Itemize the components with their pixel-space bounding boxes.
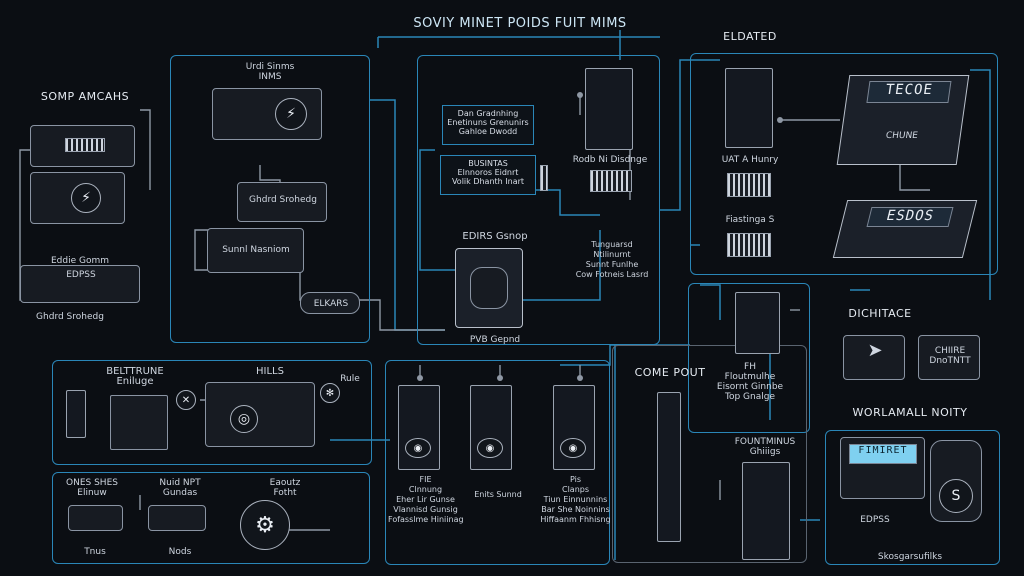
power-unit: ⚡ xyxy=(212,88,322,140)
appliance-top-label: CHUNE xyxy=(885,131,919,141)
rack-unit-1-icon: ◉ xyxy=(405,438,431,458)
heading-top-left-box: Urdi Sinms INMS xyxy=(245,62,295,82)
direction-tile[interactable]: ➤ xyxy=(843,335,905,380)
compute-strip xyxy=(657,392,681,542)
rack-server-label: UAT A Hunry xyxy=(721,155,779,165)
cpu-core xyxy=(470,267,508,309)
controller-tile-label: CHIIRE DnoTNTT xyxy=(929,346,971,366)
ram-module-center xyxy=(590,170,632,192)
device-stack-caption: Eddie Gomm xyxy=(50,256,110,266)
info-tag-1: Dan Gradnhing Enetinuns Grenunirs Gahloe… xyxy=(442,105,534,145)
panel-compute xyxy=(612,345,807,563)
panel-mid-right xyxy=(688,283,810,433)
ssd-drive-2 xyxy=(148,505,206,531)
diagram-title: SOVIY MINET POIDS FUIT MIMS xyxy=(413,16,627,31)
usb-stick xyxy=(66,390,86,438)
heading-bottom-left: BELTTRUNE Eniluge xyxy=(106,366,164,387)
rack-unit-2: ◉ xyxy=(470,385,512,470)
ssd-drive-1 xyxy=(68,505,123,531)
panel-top-left xyxy=(170,55,370,343)
workbench-shield[interactable]: S xyxy=(930,440,982,522)
center-chip-sub: PVB Gepnd xyxy=(469,335,521,345)
switch-unit: Ghdrd Srohedg xyxy=(237,182,327,222)
rack-unit-3-icon: ◉ xyxy=(560,438,586,458)
fan-icon-small: ✕ xyxy=(176,390,196,410)
rack-server xyxy=(725,68,773,148)
router-unit: Sunnl Nasniom xyxy=(207,228,304,273)
heading-top-left: SOMP AMCAHS xyxy=(40,90,130,103)
compute-tower xyxy=(735,292,780,354)
label-bl-b: Nuid NPT Gundas xyxy=(159,478,201,498)
heading-compute: COME POUT xyxy=(634,366,706,379)
heading-workbench: WORLAMALL NOITY xyxy=(852,406,968,419)
ram-module-small xyxy=(540,165,548,191)
server-box-1 xyxy=(30,125,135,167)
bottom-right-caption: Skosgarsufilks xyxy=(877,552,943,562)
heading-bottom-mid: HILLS xyxy=(256,366,284,377)
tower-server xyxy=(585,68,633,150)
label-bl-a: ONES SHES Elinuw xyxy=(66,478,118,498)
cpu-chip[interactable] xyxy=(455,248,523,328)
heatsink xyxy=(110,395,168,450)
ram-module-label: Fiastinga S xyxy=(725,215,775,225)
fan-icon: ✻ xyxy=(320,383,340,403)
label-bl-b-sub: Nods xyxy=(168,547,192,557)
panel-bottom-left xyxy=(52,360,372,465)
controller-tile[interactable]: CHIIRE DnoTNTT xyxy=(918,335,980,380)
device-stack-label: EDPSS xyxy=(66,270,96,280)
usb-adapter[interactable]: ELKARS xyxy=(300,292,360,314)
heading-funct: FOUNTMINUS Ghiiigs xyxy=(734,437,796,457)
workbench-panel-label: EDPSS xyxy=(860,515,890,525)
panel-center xyxy=(417,55,660,345)
rack-unit-1: ◉ xyxy=(398,385,440,470)
appliance-top: TECOE CHUNE xyxy=(836,75,970,165)
psu-fan-icon: ◎ xyxy=(230,405,258,433)
appliance-top-display: TECOE xyxy=(866,81,952,103)
gear-icon: ⚙ xyxy=(240,500,290,550)
panel-bottom-center xyxy=(385,360,610,565)
bolt-icon: ⚡ xyxy=(71,183,101,213)
heading-related: ELDATED xyxy=(723,30,777,43)
usb-adapter-label: ELKARS xyxy=(313,299,349,309)
label-bl-a-sub: Tnus xyxy=(84,547,106,557)
tower-server-label: Rodb Ni Disdnge xyxy=(572,155,648,165)
ram-module-2 xyxy=(727,233,771,257)
heading-bottom-fan: Rule xyxy=(340,374,360,384)
compute-note: FH Floutmulhe Eisornt Ginnbe Top Gnalge xyxy=(716,362,784,402)
device-stack: EDPSS xyxy=(20,265,140,303)
appliance-bottom-display: ESDOS xyxy=(866,207,954,227)
panel-top-right xyxy=(690,53,998,275)
rack-unit-3-label: Pis Clanps Tiun Einnunnins Bar She Noinn… xyxy=(540,475,611,524)
router-unit-label: Sunnl Nasniom xyxy=(222,245,290,255)
shield-logo-icon: S xyxy=(939,479,973,513)
heading-center-chip: EDIRS Gsnop xyxy=(462,231,528,242)
server-box-2: ⚡ xyxy=(30,172,125,224)
rack-unit-3: ◉ xyxy=(553,385,595,470)
switch-unit-label: Ghdrd Srohedg xyxy=(249,195,317,205)
label-bl-c: Eaoutz Fotht xyxy=(269,478,301,498)
compute-cabinet xyxy=(742,462,790,560)
rack-unit-2-icon: ◉ xyxy=(477,438,503,458)
monitor-screen: FIMIRET xyxy=(849,444,917,464)
side-note: Tunguarsd Ntilinurnt Sunnt Funlhe Cow Fo… xyxy=(575,240,649,279)
rack-unit-2-label: Enits Sunnd xyxy=(474,490,522,499)
device-stack-sub: Ghdrd Srohedg xyxy=(36,312,104,322)
rack-unit-1-label: FIE Clnnung Eher Lir Gunse Vlannisd Guns… xyxy=(388,475,464,524)
workbench-monitor: FIMIRET xyxy=(840,437,925,499)
heading-right-mid: DICHITACE xyxy=(848,307,912,320)
panel-bottom-left-2 xyxy=(52,472,370,564)
server-vent xyxy=(65,138,105,152)
info-tag-2: BUSINTAS Elnnoros Eidnrt Volik Dhanth In… xyxy=(440,155,536,195)
arrow-icon: ➤ xyxy=(867,340,883,361)
ram-module-1 xyxy=(727,173,771,197)
panel-workbench xyxy=(825,430,1000,565)
power-supply: ◎ xyxy=(205,382,315,447)
appliance-bottom: ESDOS xyxy=(832,200,978,258)
power-bolt-icon: ⚡ xyxy=(275,98,307,130)
